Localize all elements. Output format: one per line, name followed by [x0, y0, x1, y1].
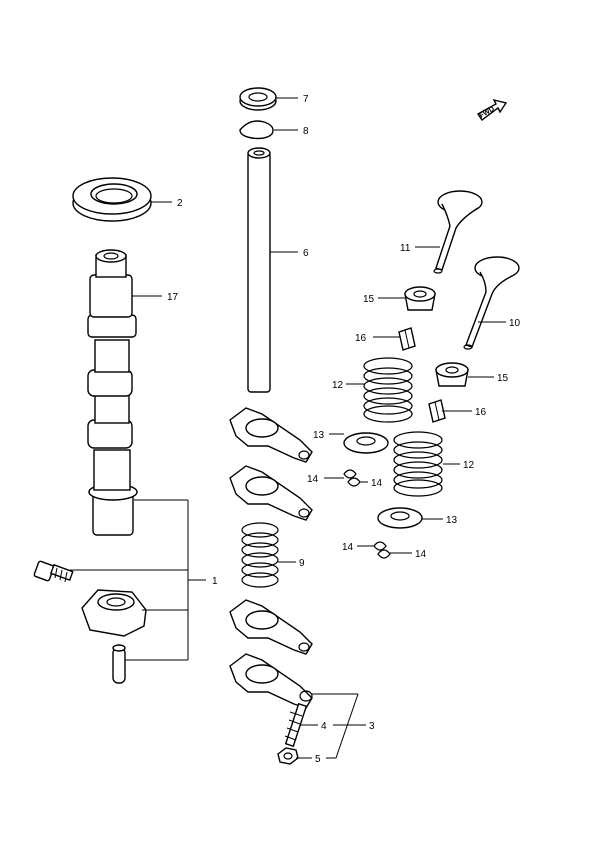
- leader-lines: [70, 97, 506, 759]
- callout-13-a: 13: [313, 430, 325, 441]
- callout-6: 6: [303, 248, 309, 259]
- rocker-arm-part-1: [229, 407, 313, 463]
- fwd-marker: FWD: [476, 98, 508, 122]
- spring-retainer-part-1: [404, 286, 436, 311]
- rocker-spring-part: [241, 522, 279, 588]
- valve-cotter-part-2: [428, 399, 446, 423]
- valve-clip-part-2: [373, 541, 391, 559]
- callout-15-b: 15: [497, 373, 509, 384]
- valve-spring-part-2: [393, 431, 443, 497]
- callout-2: 2: [177, 198, 183, 209]
- callout-8: 8: [303, 126, 309, 137]
- callout-7: 7: [303, 94, 309, 105]
- callout-14-b: 14: [371, 478, 383, 489]
- callout-12-b: 12: [463, 460, 475, 471]
- callout-14-c: 14: [342, 542, 354, 553]
- callout-labels: 7 8 2 6 17 11 15 10 16 12 15 16 13 12 14…: [167, 94, 521, 765]
- rocker-arm-part-4: [229, 653, 313, 709]
- valve-cotter-part-1: [398, 327, 416, 351]
- washer-part: [239, 87, 277, 111]
- decompression-weight-part: [81, 589, 147, 637]
- valve-spring-part-1: [363, 357, 413, 423]
- adjusting-screw-part: [284, 702, 308, 748]
- callout-16-a: 16: [355, 333, 367, 344]
- callout-14-a: 14: [307, 474, 319, 485]
- callout-11: 11: [400, 243, 411, 254]
- callout-9: 9: [299, 558, 305, 569]
- callout-14-d: 14: [415, 549, 427, 560]
- callout-13-b: 13: [446, 515, 458, 526]
- rocker-arm-part-3: [229, 599, 313, 655]
- spring-retainer-part-2: [435, 362, 469, 387]
- spring-seat-part-1: [343, 432, 389, 454]
- lock-nut-part: [277, 747, 299, 765]
- callout-16-b: 16: [475, 407, 487, 418]
- rocker-shaft-part: [247, 147, 271, 393]
- callout-1: 1: [212, 576, 218, 587]
- forward-arrow-icon: [476, 98, 508, 122]
- rocker-arm-part-2: [229, 465, 313, 521]
- callout-17: 17: [167, 292, 179, 303]
- callout-3: 3: [369, 721, 375, 732]
- exhaust-valve-part: [463, 256, 520, 350]
- intake-valve-part: [433, 190, 483, 274]
- spring-seat-part-2: [377, 507, 423, 529]
- valve-clip-part-1: [343, 469, 361, 487]
- oil-seal-part: [72, 177, 152, 222]
- callout-12-a: 12: [332, 380, 344, 391]
- callout-10: 10: [509, 318, 521, 329]
- o-ring-part: [239, 120, 274, 140]
- fwd-text: FWD: [479, 106, 496, 120]
- callout-4: 4: [321, 721, 327, 732]
- pin-part: [112, 644, 126, 684]
- callout-15-a: 15: [363, 294, 375, 305]
- camshaft-part: [87, 249, 138, 536]
- callout-5: 5: [315, 754, 321, 765]
- bolt-part: [33, 560, 74, 583]
